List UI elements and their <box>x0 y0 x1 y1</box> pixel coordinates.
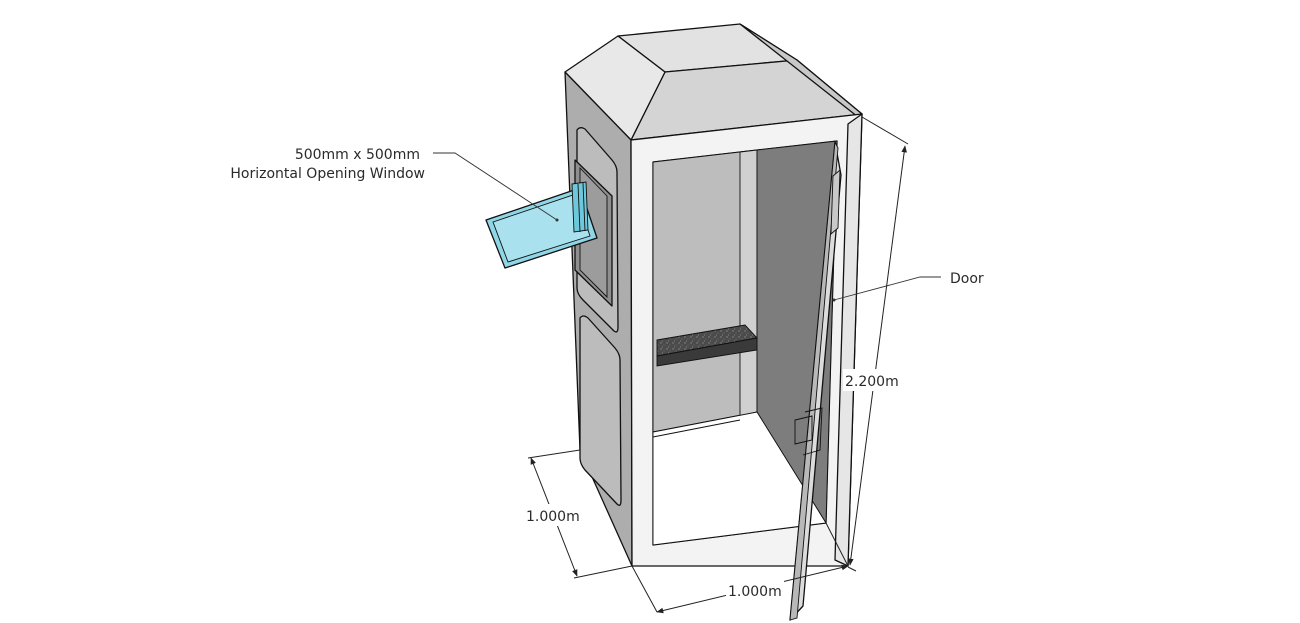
window-sash <box>485 181 598 269</box>
side-lower-panel <box>579 315 622 506</box>
window-hinge-bracket <box>571 181 589 233</box>
window-glass-inner <box>492 193 591 263</box>
window-size-label: 500mm x 500mm <box>295 147 420 163</box>
window-leader <box>433 152 558 221</box>
door-handle <box>794 407 823 456</box>
door-edge <box>789 140 839 621</box>
width-dimension-label: 1.000m <box>728 584 782 600</box>
booth-front <box>630 113 863 567</box>
window-type-label: Horizontal Opening Window <box>230 166 425 182</box>
depth-dimension-label: 1.000m <box>526 509 580 525</box>
door-label: Door <box>950 271 984 287</box>
shelf-front <box>656 337 758 367</box>
back-corner <box>739 149 758 417</box>
side-wall <box>564 71 633 567</box>
height-dimension-label: 2.200m <box>845 374 899 390</box>
dimension-height <box>847 116 909 572</box>
door-hinge-upper <box>830 168 841 236</box>
